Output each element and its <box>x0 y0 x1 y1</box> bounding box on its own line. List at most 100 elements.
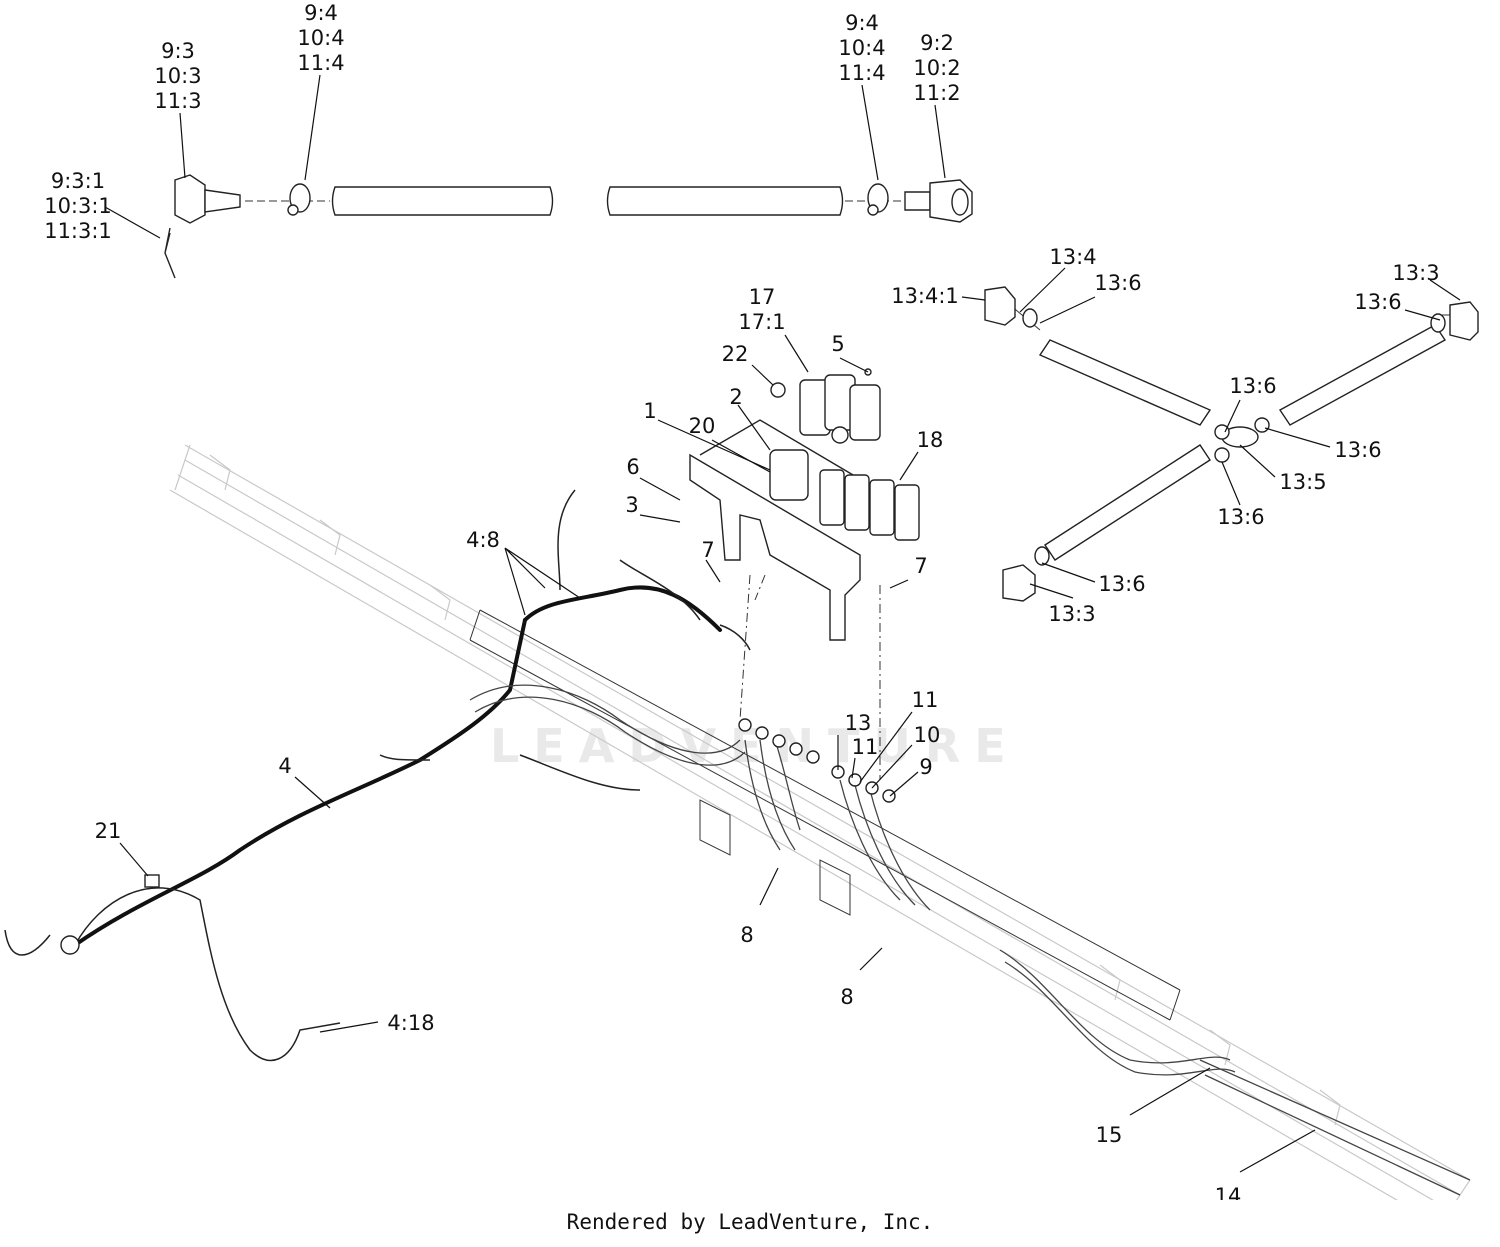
leader-lines <box>104 74 1461 1173</box>
tube-clamp-left <box>287 183 311 216</box>
top-spray-tube <box>164 174 973 279</box>
callout-line: 18 <box>917 428 944 452</box>
callout-line: 10:4 <box>297 26 344 50</box>
callout-4: 4 <box>278 754 291 778</box>
callout-line: 2 <box>729 385 742 409</box>
callout-line: 9:4 <box>304 1 338 25</box>
callout-line: 13:3 <box>1048 602 1095 626</box>
callout-14: 14 <box>1215 1184 1242 1200</box>
callout-line: 4 <box>278 754 291 778</box>
tee-end-fitting-bottom <box>1002 546 1050 602</box>
callout-line: 10 <box>914 723 941 747</box>
callout-4-18: 4:18 <box>387 1011 434 1035</box>
callout-line: 5 <box>831 332 844 356</box>
callout-11-top: 11 <box>912 688 939 712</box>
callout-7-left: 7 <box>701 538 714 562</box>
wiring-harness <box>4 489 751 1061</box>
callout-line: 8 <box>840 985 853 1009</box>
callout-line: 9 <box>919 755 932 779</box>
callout-line: 10:2 <box>913 56 960 80</box>
callout-13-4: 13:4 <box>1049 245 1096 269</box>
callout-8-left: 8 <box>740 923 753 947</box>
callout-line: 17 <box>749 285 776 309</box>
alignment-lines <box>739 574 881 780</box>
callout-13-6-b: 13:6 <box>1354 290 1401 314</box>
tube-end-fitting-right <box>904 179 973 223</box>
tube-end-fitting-left <box>174 174 241 224</box>
valve-manifold-top <box>799 374 881 444</box>
valve-manifold-bottom <box>769 449 920 541</box>
callout-line: 11:4 <box>297 51 344 75</box>
callout-18: 18 <box>917 428 944 452</box>
callout-line: 7 <box>914 554 927 578</box>
callout-line: 13:4 <box>1049 245 1096 269</box>
grommet <box>770 382 786 398</box>
tee-connector <box>1214 417 1270 463</box>
callout-10: 10 <box>914 723 941 747</box>
callout-line: 1 <box>643 399 656 423</box>
callout-line: 15 <box>1096 1123 1123 1147</box>
callout-1: 1 <box>643 399 656 423</box>
callout-line: 11:3:1 <box>44 219 112 243</box>
callout-line: 10:3:1 <box>44 194 112 218</box>
callout-2: 2 <box>729 385 742 409</box>
main-frame <box>469 609 1181 1021</box>
callout-line: 9:2 <box>920 31 954 55</box>
parts-diagram: LEADVENTURE <box>4 1 1479 1200</box>
callout-5: 5 <box>831 332 844 356</box>
callout-line: 9:4 <box>845 11 879 35</box>
callout-22: 22 <box>722 342 749 366</box>
callout-line: 6 <box>626 455 639 479</box>
callout-line: 17:1 <box>738 310 785 334</box>
callout-line: 13:6 <box>1334 438 1381 462</box>
callout-line: 7 <box>701 538 714 562</box>
callout-line: 22 <box>722 342 749 366</box>
tee-tube-assembly <box>984 286 1479 602</box>
callout-line: 13 <box>845 711 872 735</box>
boom-frame <box>169 444 1471 1200</box>
callout-line: 20 <box>689 414 716 438</box>
callout-line: 21 <box>95 819 122 843</box>
callout-3: 3 <box>625 493 638 517</box>
callout-line: 9:3:1 <box>51 169 105 193</box>
callout-line: 10:4 <box>838 36 885 60</box>
callout-line: 14 <box>1215 1184 1242 1200</box>
callout-line: 8 <box>740 923 753 947</box>
callout-13: 13 <box>845 711 872 735</box>
tee-end-fitting-left <box>984 286 1038 328</box>
callout-line: 13:6 <box>1098 572 1145 596</box>
callout-13-5: 13:5 <box>1279 470 1326 494</box>
callout-line: 4:18 <box>387 1011 434 1035</box>
callout-13-3-top: 13:3 <box>1392 261 1439 285</box>
callout-15: 15 <box>1096 1123 1123 1147</box>
valve-bracket <box>689 368 920 641</box>
callout-line: 11 <box>852 735 879 759</box>
callout-13-6-a: 13:6 <box>1094 271 1141 295</box>
callout-line: 13:3 <box>1392 261 1439 285</box>
callout-13-6-e: 13:6 <box>1217 505 1264 529</box>
tee-end-fitting-right <box>1430 301 1479 341</box>
callout-13-6-c: 13:6 <box>1229 374 1276 398</box>
callout-4-8: 4:8 <box>466 528 500 552</box>
callout-line: 13:5 <box>1279 470 1326 494</box>
callout-line: 13:6 <box>1094 271 1141 295</box>
callout-13-6-d: 13:6 <box>1334 438 1381 462</box>
hose-bundle <box>469 684 1471 1196</box>
footer-credit: Rendered by LeadVenture, Inc. <box>566 1210 934 1234</box>
callout-9: 9 <box>919 755 932 779</box>
callout-8-right: 8 <box>840 985 853 1009</box>
callout-line: 10:3 <box>154 64 201 88</box>
callout-line: 13:6 <box>1217 505 1264 529</box>
nozzle-row-left <box>738 718 820 764</box>
callout-line: 11:3 <box>154 89 201 113</box>
callout-6: 6 <box>626 455 639 479</box>
callout-21: 21 <box>95 819 122 843</box>
